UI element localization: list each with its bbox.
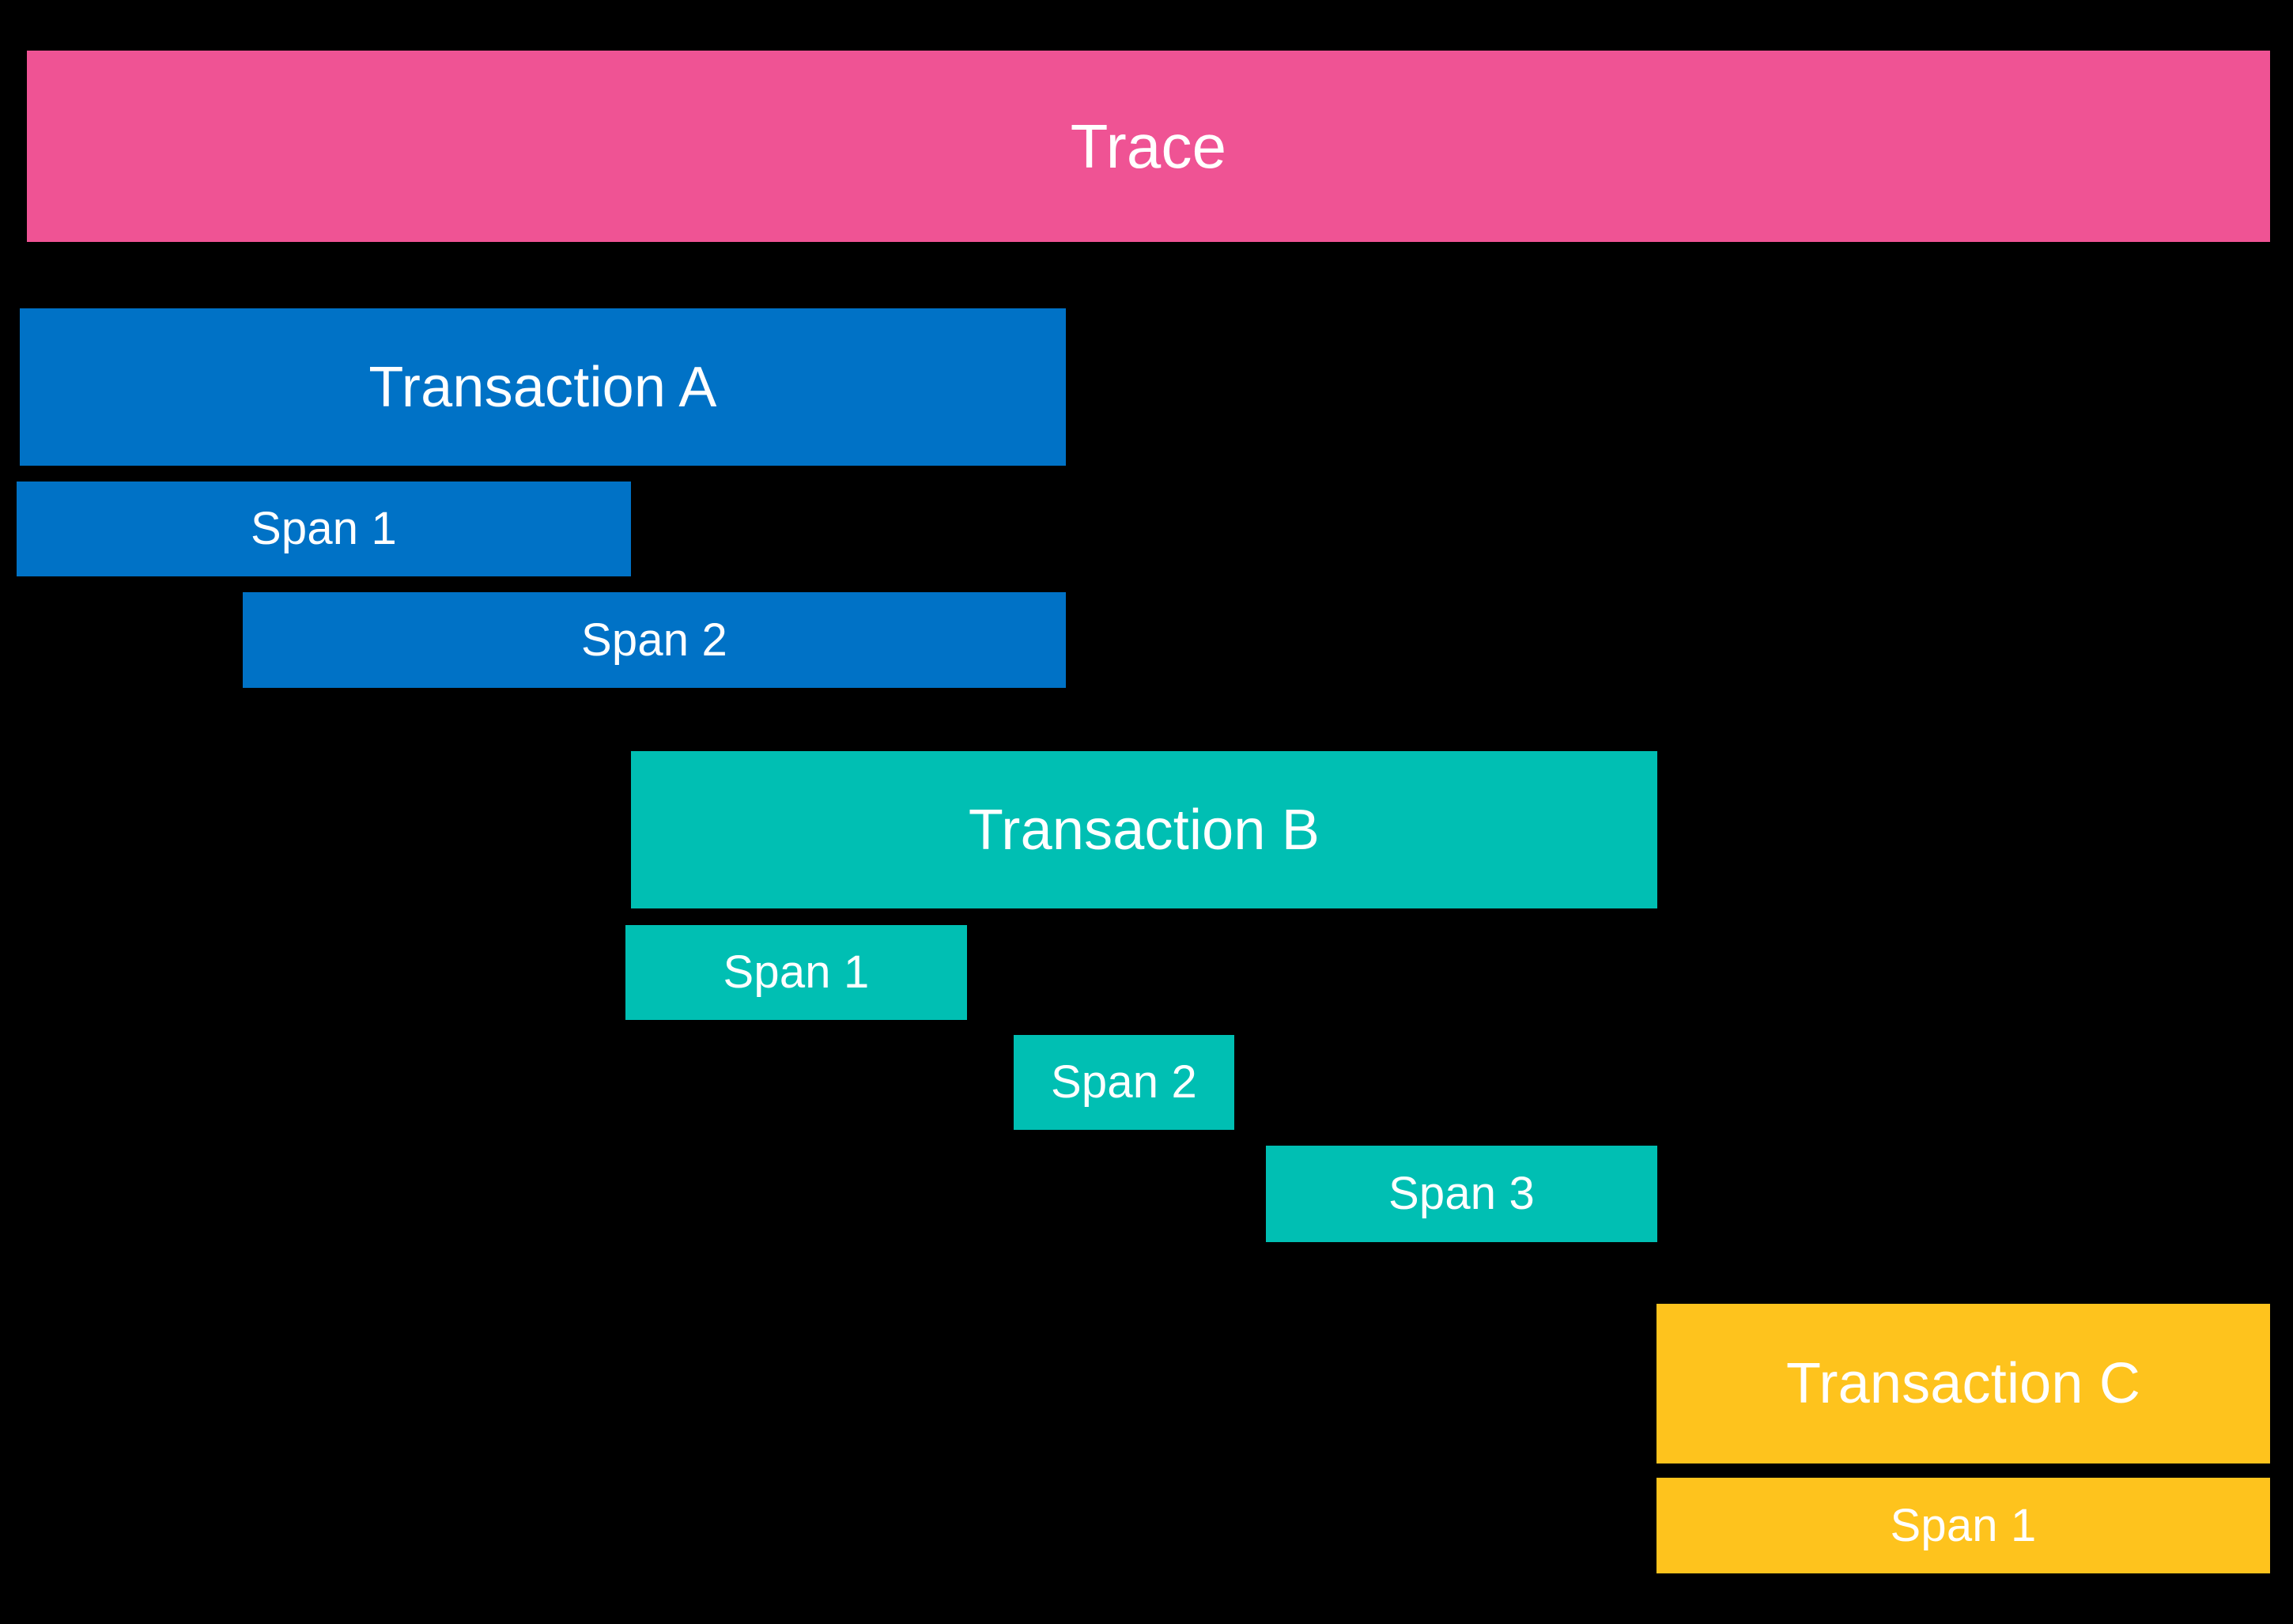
transaction-a-span-1-bar: Span 1 bbox=[17, 482, 631, 576]
trace-bar: Trace bbox=[27, 51, 2270, 242]
transaction-b-span-1-bar: Span 1 bbox=[625, 925, 967, 1020]
transaction-c-span-1-bar: Span 1 bbox=[1656, 1478, 2270, 1573]
transaction-c-span-1-label: Span 1 bbox=[1890, 1499, 2037, 1551]
transaction-b-span-3-bar: Span 3 bbox=[1266, 1146, 1657, 1242]
transaction-b-label: Transaction B bbox=[968, 798, 1320, 862]
transaction-a-bar: Transaction A bbox=[20, 308, 1066, 466]
transaction-a-span-2-label: Span 2 bbox=[580, 614, 728, 666]
transaction-c-bar: Transaction C bbox=[1656, 1304, 2270, 1463]
transaction-c-label: Transaction C bbox=[1785, 1352, 2141, 1415]
transaction-a-label: Transaction A bbox=[368, 355, 717, 419]
transaction-b-span-1-label: Span 1 bbox=[723, 946, 870, 998]
transaction-b-span-2-label: Span 2 bbox=[1050, 1056, 1198, 1108]
transaction-b-bar: Transaction B bbox=[631, 751, 1657, 908]
transaction-b-span-2-bar: Span 2 bbox=[1014, 1035, 1234, 1130]
transaction-b-span-3-label: Span 3 bbox=[1388, 1168, 1536, 1219]
transaction-a-span-1-label: Span 1 bbox=[250, 503, 398, 554]
transaction-a-span-2-bar: Span 2 bbox=[243, 592, 1066, 688]
trace-bar-label: Trace bbox=[1070, 111, 1227, 181]
